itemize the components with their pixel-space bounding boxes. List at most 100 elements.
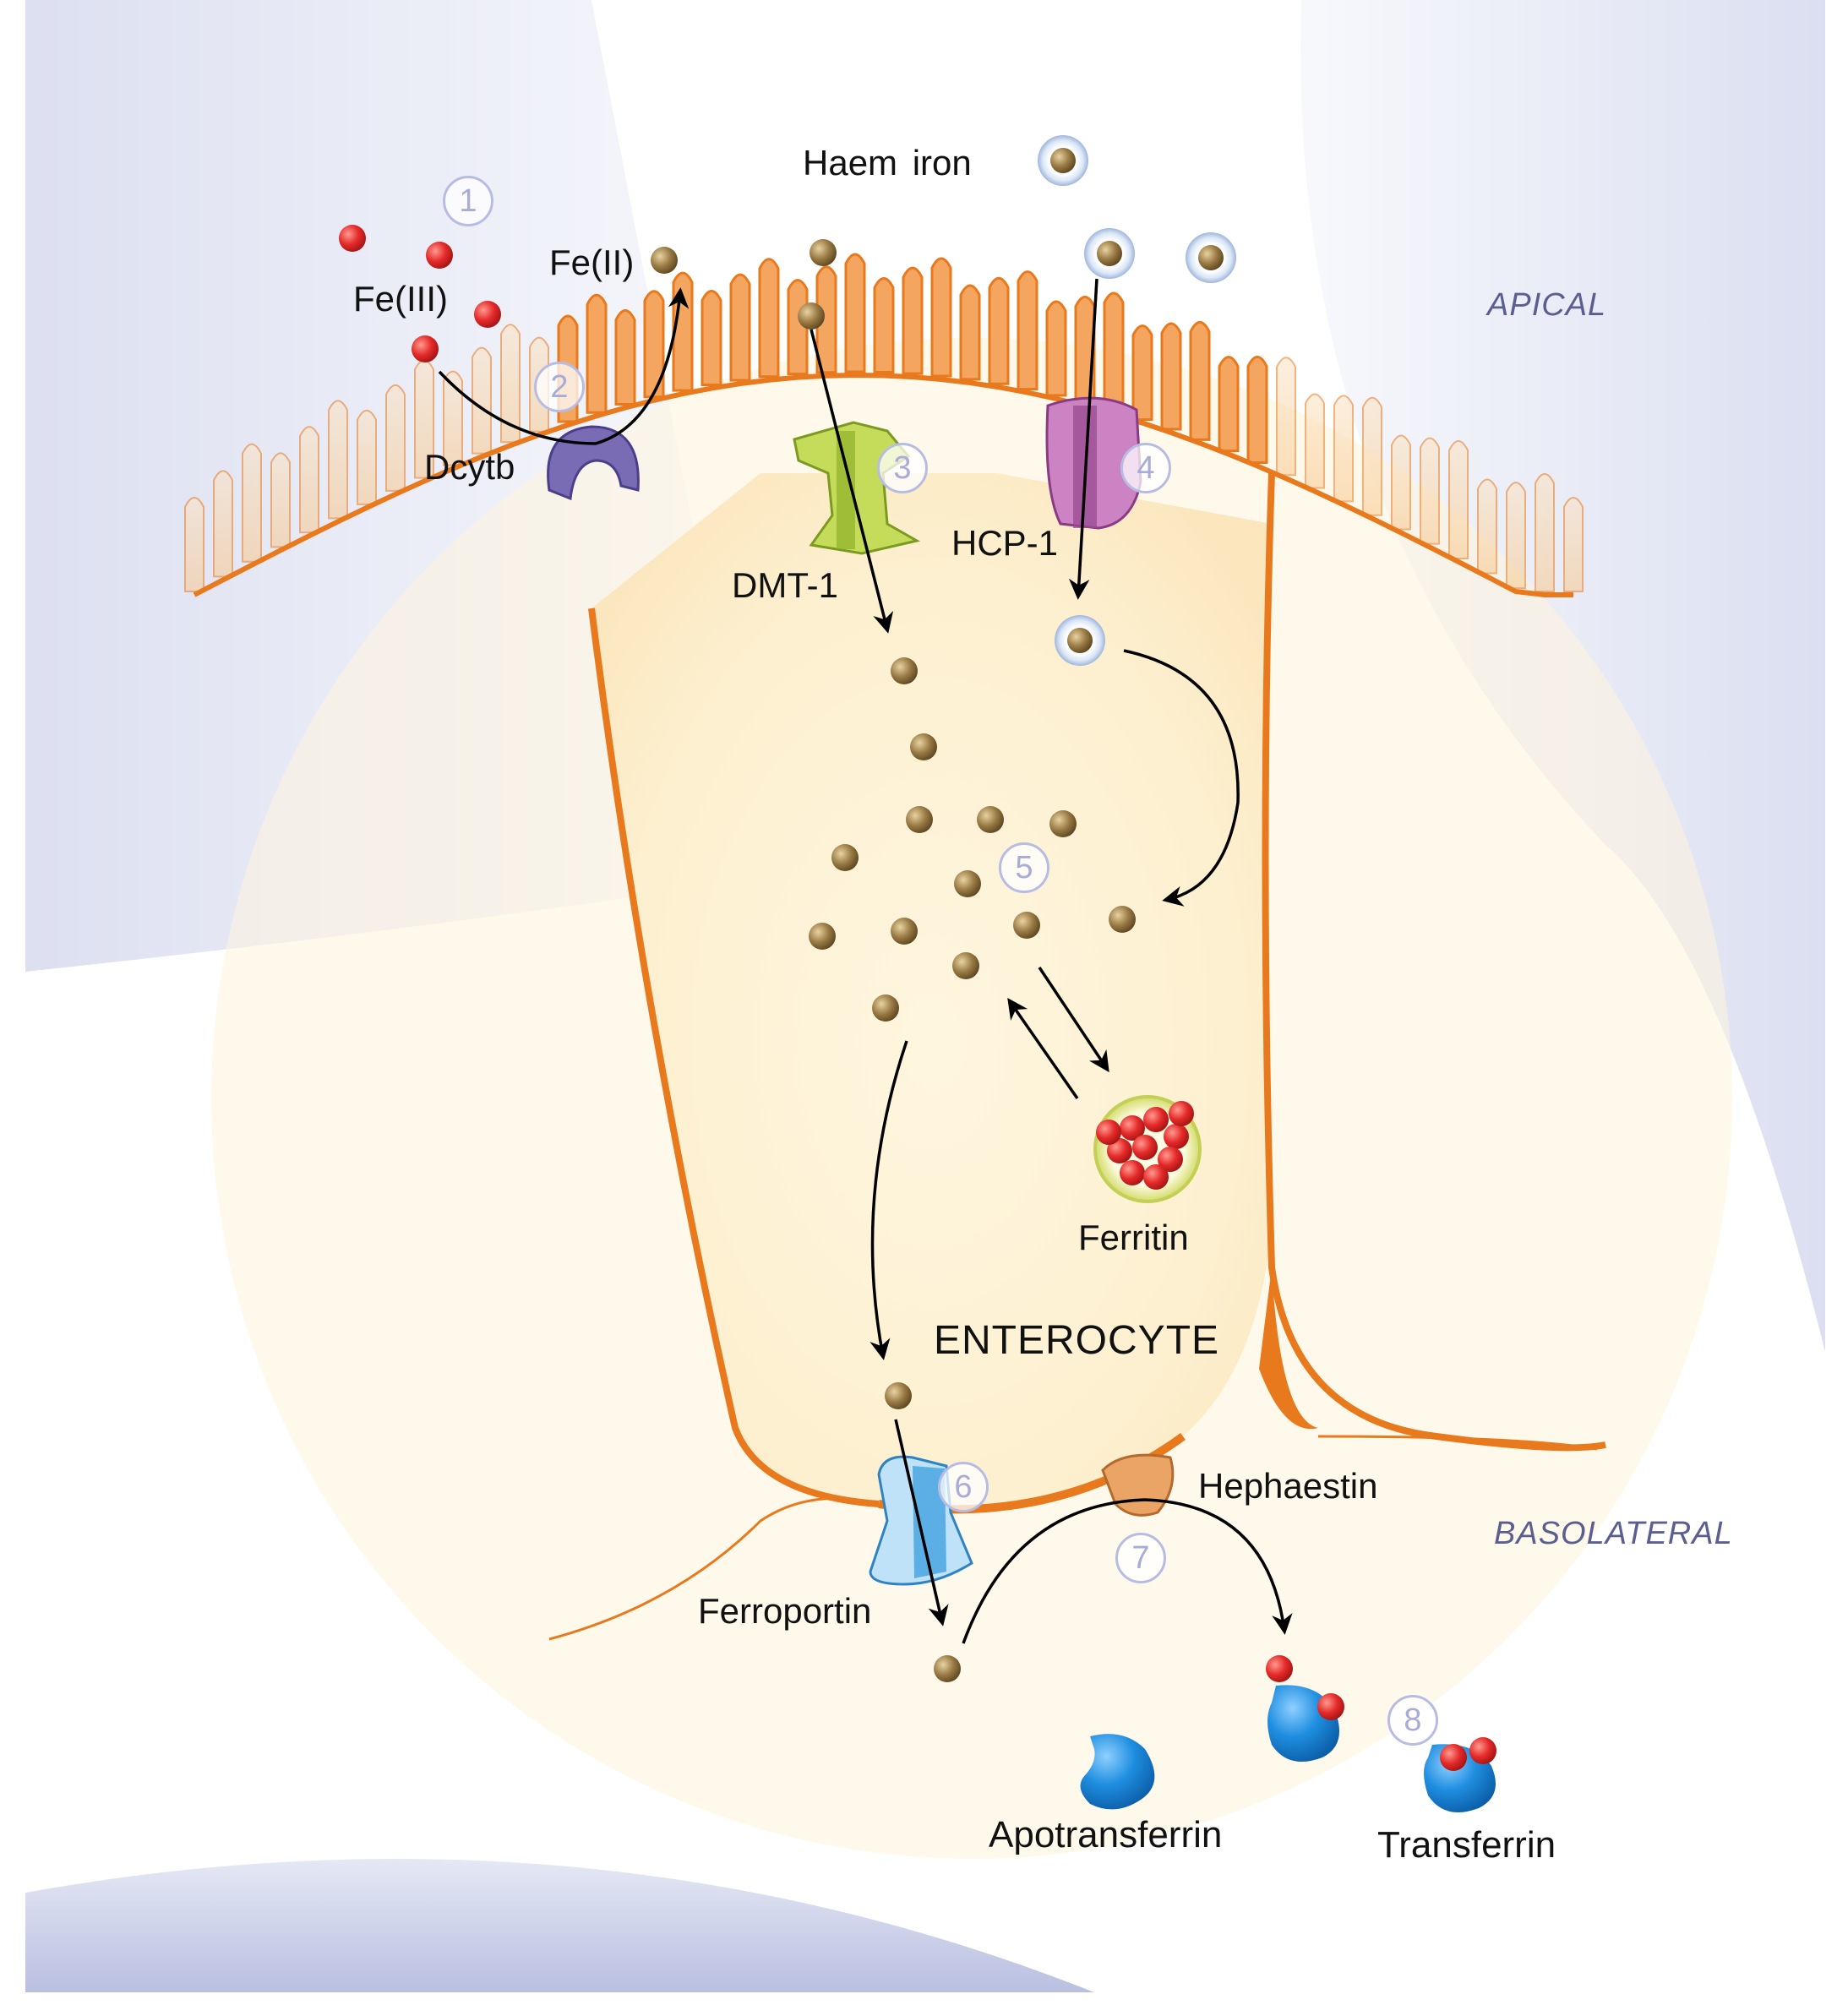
fe2-iron [891, 918, 918, 945]
microvillus [844, 253, 866, 373]
left-basal-fold [548, 1496, 880, 1641]
fe2-iron [872, 994, 899, 1022]
arrow-dcytb-reduction [438, 287, 690, 445]
hcp1-label: HCP-1 [951, 523, 1059, 563]
right-basal-line [1317, 1435, 1598, 1451]
fe2-iron [906, 806, 933, 833]
microvillus [700, 290, 722, 387]
haem-iron [1055, 615, 1105, 666]
microvillus [902, 266, 924, 375]
microvillus [1391, 434, 1411, 531]
arrow-dmt1-entry [810, 329, 894, 634]
microvillus [500, 324, 521, 444]
microvillus [1189, 320, 1211, 441]
ferritin-label: Ferritin [1078, 1218, 1189, 1257]
step-marker-5: 5 [999, 842, 1049, 893]
fe3-iron [474, 301, 501, 328]
microvillus [672, 271, 694, 392]
dcytb-protein [547, 425, 640, 501]
arrow-to-basolateral [869, 1040, 908, 1360]
basolateral-label: BASOLATERAL [1494, 1516, 1733, 1551]
fe2-iron [810, 239, 837, 266]
microvillus [270, 452, 291, 548]
fe2-iron [1049, 810, 1077, 837]
microvillus [328, 400, 348, 520]
enterocyte-cytoplasm [591, 473, 1272, 1507]
ferritin-iron-core [1143, 1164, 1169, 1190]
enterocyte-label: ENTEROCYTE [934, 1318, 1220, 1363]
fe2-iron [934, 1655, 961, 1682]
ferritin-iron-core [1096, 1120, 1121, 1145]
haem-iron [1186, 232, 1236, 283]
microvillus [815, 265, 837, 374]
microvillus [586, 293, 608, 414]
microvillus [1506, 482, 1526, 590]
microvillus [959, 284, 981, 381]
step-marker-6: 6 [938, 1462, 989, 1512]
fe2-iron [1013, 912, 1040, 939]
fe2-iron [651, 247, 678, 274]
ferritin-iron-core [1164, 1124, 1189, 1149]
fe2-iron [891, 657, 918, 684]
right-cell-wall [1262, 472, 1606, 1452]
iron-particles [339, 135, 1496, 1771]
microvillus [1045, 300, 1067, 397]
dcytb-label: Dcytb [424, 447, 515, 487]
microvillus [1276, 357, 1296, 477]
microvillus [242, 443, 262, 563]
ferritin-iron-core [1120, 1160, 1145, 1185]
microvillus [1563, 497, 1584, 592]
fe2-label: Fe(II) [549, 242, 635, 282]
fe2-iron [910, 733, 937, 760]
right-cell-wall-base [1259, 1267, 1318, 1430]
arrow-haem-to-pool [1123, 649, 1240, 907]
fe2-iron [952, 952, 979, 979]
transferrin-label: Transferrin [1377, 1824, 1556, 1866]
microvillus [1160, 322, 1182, 431]
microvillus [787, 279, 809, 376]
microvillus [1448, 439, 1469, 559]
microvillus [299, 426, 319, 534]
microvillus [873, 277, 895, 373]
fe2-iron [885, 1382, 912, 1409]
step-marker-7: 7 [1115, 1533, 1166, 1583]
microvillus [1131, 324, 1153, 422]
ferritin-iron-core [1143, 1107, 1169, 1132]
step-marker-1: 1 [443, 176, 493, 226]
microvillus [729, 273, 751, 382]
microvillus [1246, 356, 1268, 465]
fe2-iron [977, 806, 1004, 833]
fe3-iron [412, 335, 439, 362]
step-marker-2: 2 [534, 362, 585, 412]
fe2-iron [809, 923, 836, 950]
fe3-label: Fe(III) [353, 279, 448, 319]
haem-iron-label: Haem iron [803, 143, 972, 183]
apical-membrane [193, 373, 1573, 597]
ferritin-iron-core [1132, 1135, 1158, 1160]
microvillus [1420, 437, 1440, 545]
arrow-hephaestin-oxidation [962, 1498, 1293, 1644]
left-cell-wall [588, 608, 880, 1507]
microvillus [1333, 395, 1354, 503]
microvillus [443, 370, 463, 466]
ferritin-iron-core [1107, 1138, 1132, 1163]
microvillus [1103, 292, 1125, 412]
microvillus [184, 497, 204, 592]
hephaestin-label: Hephaestin [1198, 1466, 1378, 1506]
fe3-iron [1469, 1737, 1496, 1764]
ferritin-iron-core [1120, 1115, 1145, 1141]
bottom-tissue [25, 1859, 1098, 1994]
microvillus [357, 409, 377, 505]
microvillus [1535, 473, 1555, 592]
microvillus [988, 276, 1010, 385]
microvillus [1477, 478, 1497, 575]
fe2-iron [954, 870, 981, 897]
fe3-iron [1317, 1693, 1344, 1720]
fe2-iron [831, 844, 859, 871]
microvillus [1218, 356, 1240, 453]
microvillus [385, 384, 406, 492]
brush-border-microvilli [184, 253, 1584, 597]
ferritin-complex [1093, 1095, 1202, 1203]
microvillus [1305, 393, 1325, 489]
